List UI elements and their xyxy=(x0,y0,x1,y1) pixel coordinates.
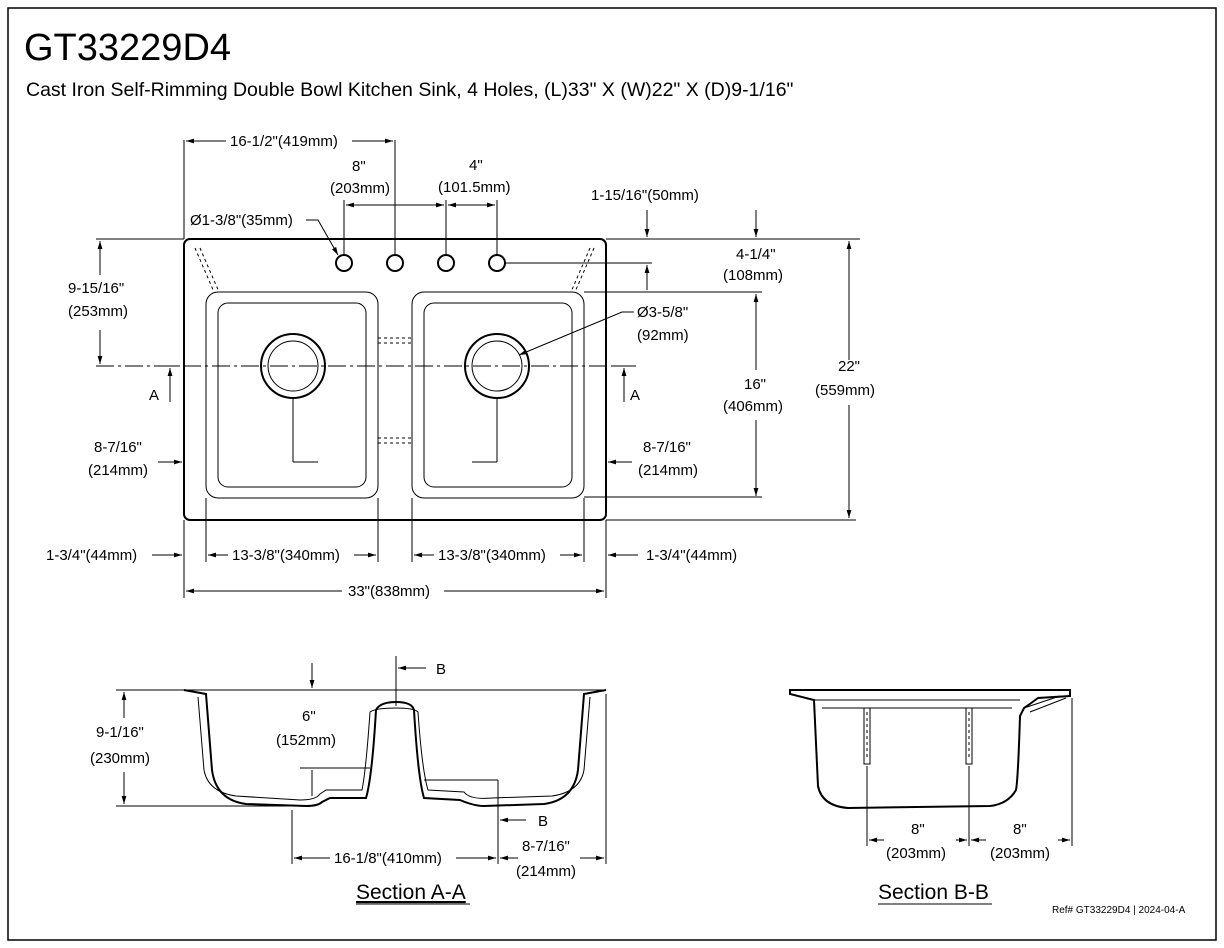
dim-right-edge: 1-3/4"(44mm) xyxy=(646,547,737,564)
dim-total-length: 33"(838mm) xyxy=(348,583,430,600)
section-b-b: 8" (203mm) 8" (203mm) Section B-B xyxy=(789,689,1073,905)
dim-drain-to-edge: 8-7/16" xyxy=(522,838,570,855)
dim-rear-deck: 4-1/4" xyxy=(736,246,776,263)
dim-sink-depth: 9-1/16" xyxy=(96,724,144,741)
faucet-hole-2 xyxy=(386,254,404,272)
dim-bb-right: 8" xyxy=(1013,821,1027,838)
dim-total-width-mm: (559mm) xyxy=(815,382,875,399)
dim-bb-left-mm: (203mm) xyxy=(886,845,946,862)
dim-total-width: 22" xyxy=(838,358,860,375)
dim-hole-diameter: Ø1-3/8"(35mm) xyxy=(190,212,293,229)
dim-bb-right-mm: (203mm) xyxy=(990,845,1050,862)
right-bowl-outer xyxy=(411,291,585,499)
dim-8-in: 8" xyxy=(352,158,366,175)
dim-rear-deck-mm: (108mm) xyxy=(723,267,783,284)
faucet-hole-4 xyxy=(488,254,506,272)
dim-4-in: 4" xyxy=(469,157,483,174)
dim-101-mm: (101.5mm) xyxy=(438,179,511,196)
section-mark-b-top: B xyxy=(436,661,446,678)
section-bb-rib-right xyxy=(965,708,973,765)
dim-left-bowl: 13-3/8"(340mm) xyxy=(232,547,340,564)
dim-sink-depth-mm: (230mm) xyxy=(90,750,150,767)
dim-drain-to-back-mm: (253mm) xyxy=(68,303,128,320)
dim-bowl-length-mm: (406mm) xyxy=(723,398,783,415)
section-a-a: 9-1/16" (230mm) 6" (152mm) B B 16-1/8"(4… xyxy=(90,656,607,905)
left-bowl-inner xyxy=(217,302,367,488)
dim-left-edge: 1-3/4"(44mm) xyxy=(46,547,137,564)
drawing-reference: Ref# GT33229D4 | 2024-04-A xyxy=(1052,905,1186,916)
dim-bowl-length: 16" xyxy=(744,376,766,393)
section-aa-profile xyxy=(183,689,607,808)
dim-hole-offset: 1-15/16"(50mm) xyxy=(591,187,699,204)
dim-203-mm: (203mm) xyxy=(330,180,390,197)
section-bb-rib-left xyxy=(863,708,871,765)
left-drain-inner xyxy=(267,340,319,392)
sheet-border xyxy=(7,7,1217,941)
dim-left-drain: 8-7/16" xyxy=(94,439,142,456)
left-bowl-outer xyxy=(205,291,379,499)
dim-bb-left: 8" xyxy=(911,821,925,838)
top-view: A A 16-1/2"(419mm) 8" (203mm) 4" (101.5m… xyxy=(46,133,875,600)
model-number-title: GT33229D4 xyxy=(24,27,231,69)
dim-right-drain: 8-7/16" xyxy=(643,439,691,456)
dim-drain-diameter: Ø3-5/8" xyxy=(637,304,688,321)
dim-drain-to-back: 9-15/16" xyxy=(68,280,124,297)
dim-divider-height: 6" xyxy=(302,708,316,725)
dim-right-drain-mm: (214mm) xyxy=(638,462,698,479)
dim-divider-height-mm: (152mm) xyxy=(276,732,336,749)
product-description: Cast Iron Self-Rimming Double Bowl Kitch… xyxy=(26,79,794,101)
dim-faucet-offset: 16-1/2"(419mm) xyxy=(230,133,338,150)
dim-drain-to-edge-mm: (214mm) xyxy=(516,863,576,880)
right-drain-inner xyxy=(471,340,523,392)
section-mark-a-right: A xyxy=(630,387,640,404)
dim-drain-diameter-mm: (92mm) xyxy=(637,327,689,344)
section-mark-a-left: A xyxy=(149,387,159,404)
right-bowl-inner xyxy=(423,302,573,488)
section-bb-label: Section B-B xyxy=(878,881,989,904)
section-mark-b-bottom: B xyxy=(538,813,548,830)
dim-right-bowl: 13-3/8"(340mm) xyxy=(438,547,546,564)
section-bb-profile xyxy=(789,689,1071,810)
section-aa-label: Section A-A xyxy=(356,881,466,904)
faucet-hole-1 xyxy=(335,254,353,272)
faucet-hole-3 xyxy=(437,254,455,272)
sink-outline xyxy=(183,238,607,521)
dim-drain-span: 16-1/8"(410mm) xyxy=(334,850,442,867)
dim-left-drain-mm: (214mm) xyxy=(88,462,148,479)
